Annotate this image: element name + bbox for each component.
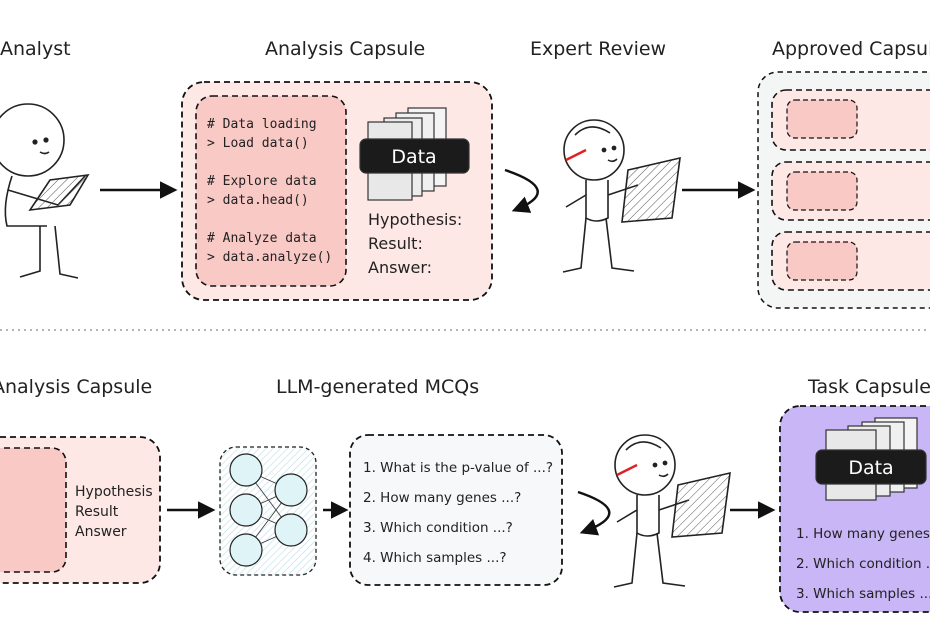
- back-arrow-1: [504, 168, 539, 213]
- mcq-box: [349, 434, 563, 586]
- code-cell: [195, 95, 347, 287]
- data-label: Data: [391, 146, 436, 168]
- expert-figure: [562, 119, 681, 273]
- field-answer-2: Answer: [75, 524, 127, 540]
- field-result-2: Result: [75, 504, 119, 520]
- llm-mcqs-title: LLM-generated MCQs: [276, 376, 480, 398]
- neural-network-icon: [219, 446, 317, 576]
- task-q-2: 2. Which condition ...?: [796, 556, 930, 572]
- mcq-1: 1. What is the p-value of ...?: [363, 460, 553, 476]
- task-q-3: 3. Which samples ...?: [796, 586, 930, 602]
- mcq-4: 4. Which samples ...?: [363, 550, 507, 566]
- back-arrow-2: [577, 490, 611, 536]
- mcq-2: 2. How many genes ...?: [363, 490, 521, 506]
- field-hypothesis: Hypothesis:: [368, 210, 462, 229]
- analysis-capsule-title: Analysis Capsule: [265, 38, 426, 60]
- expert-figure-2: [613, 434, 731, 588]
- expert-review-title: Expert Review: [530, 38, 667, 60]
- analyst-title: Analyst: [0, 38, 71, 60]
- mcq-3: 3. Which condition ...?: [363, 520, 513, 536]
- code-line-4: > data.head(): [207, 193, 309, 208]
- task-capsule-title: Task Capsule: [808, 376, 930, 398]
- code-line-3: # Explore data: [207, 174, 317, 189]
- field-result: Result:: [368, 234, 423, 253]
- task-data-stack: [815, 417, 927, 501]
- code-line-6: > data.analyze(): [207, 250, 332, 265]
- field-answer: Answer:: [368, 258, 432, 277]
- data-stack: [359, 107, 470, 201]
- task-q-1: 1. How many genes ...?: [796, 526, 930, 542]
- analysis-capsule-title-2: Analysis Capsule: [0, 376, 153, 398]
- task-data-label: Data: [848, 457, 893, 479]
- approved-capsules-title: Approved Capsules: [772, 38, 930, 60]
- field-hypothesis-2: Hypothesis: [75, 484, 153, 500]
- code-line-1: # Data loading: [207, 117, 317, 132]
- code-line-5: # Analyze data: [207, 231, 317, 246]
- analyst-figure: [0, 103, 90, 279]
- code-line-2: > Load data(): [207, 136, 309, 151]
